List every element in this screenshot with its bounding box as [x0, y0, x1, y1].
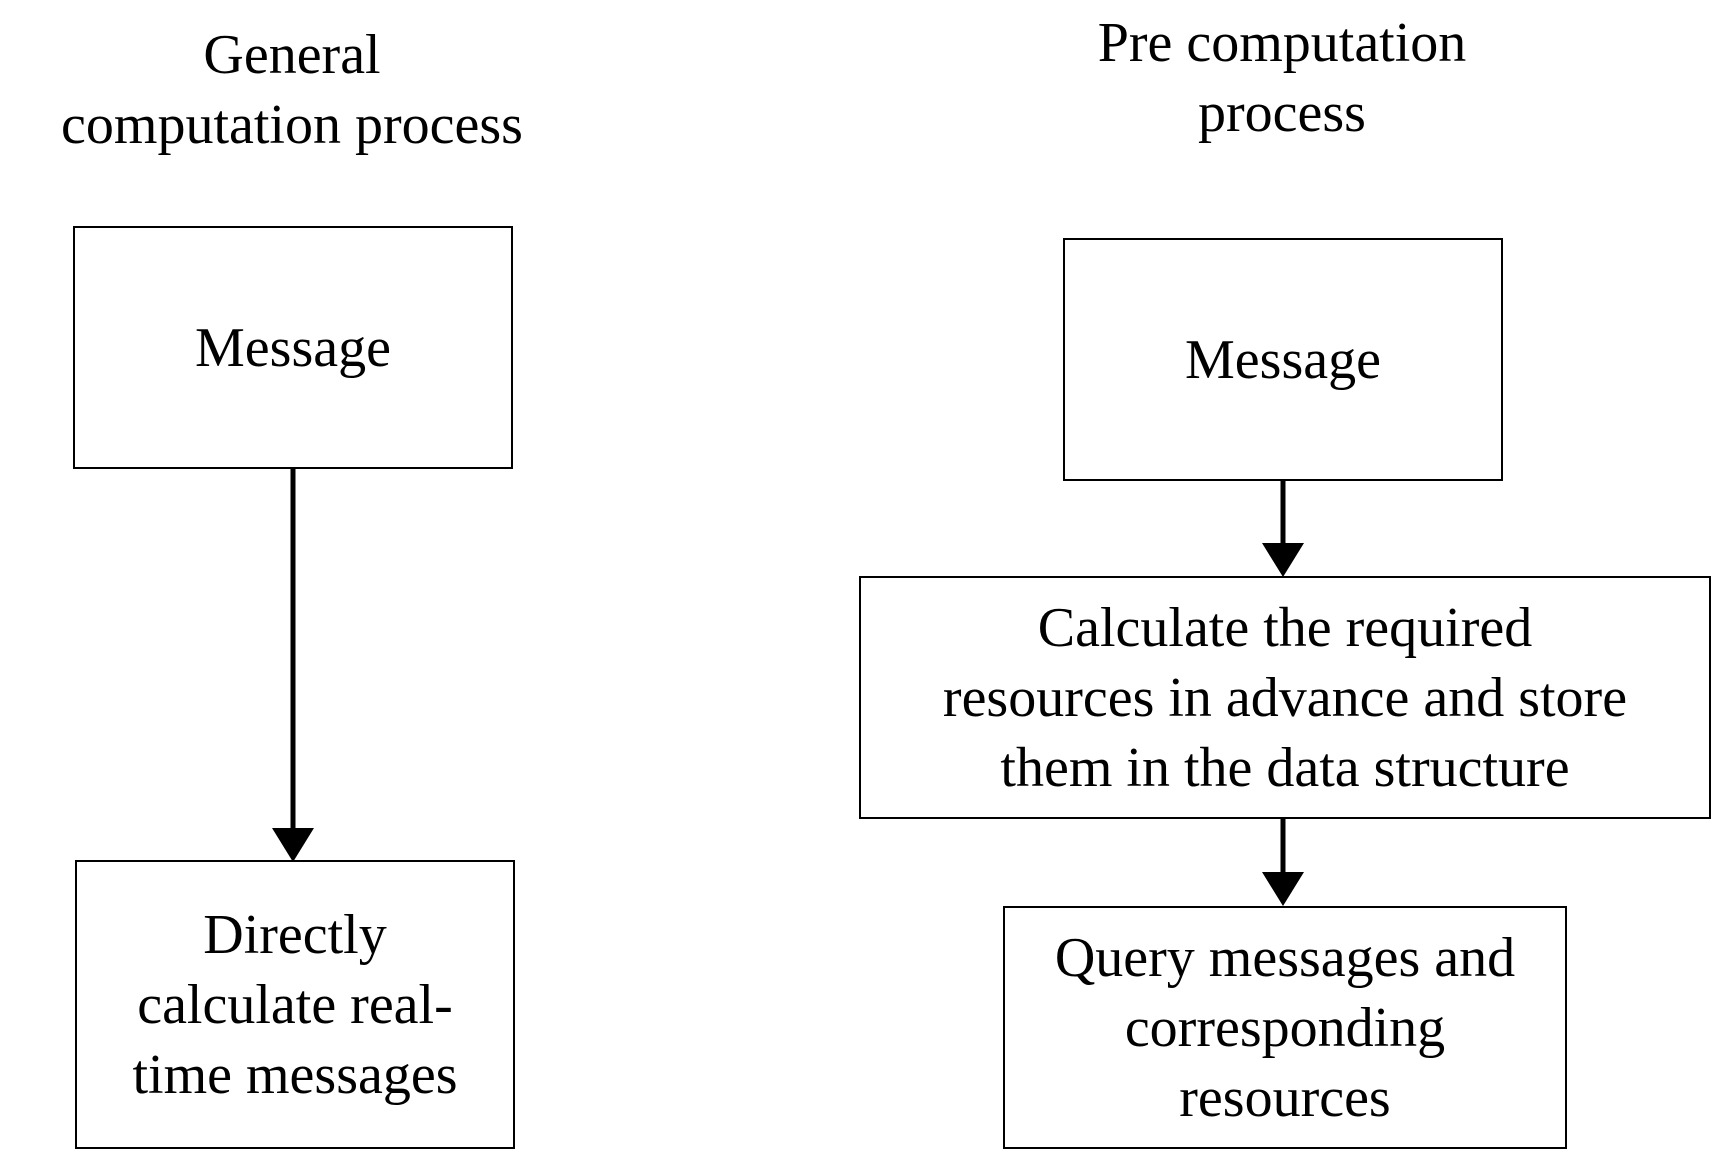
precalculate-resources-box: Calculate the required resources in adva…	[859, 576, 1711, 819]
query-line2: corresponding	[1124, 996, 1446, 1059]
query-line1: Query messages and	[1054, 926, 1516, 989]
right-heading-line2: process	[1198, 82, 1366, 144]
direct-calc-line3: time messages	[132, 1043, 458, 1106]
precalc-line1: Calculate the required	[1037, 596, 1533, 659]
right-message-box: Message	[1063, 238, 1503, 481]
arrow-right-calculate-to-query	[1262, 817, 1304, 906]
left-column-heading: General computation process	[22, 20, 562, 160]
left-heading-line1: General	[203, 24, 381, 86]
precalc-line2: resources in advance and store	[942, 666, 1628, 729]
right-message-label: Message	[1185, 328, 1381, 391]
right-heading-line1: Pre computation	[1097, 12, 1467, 74]
direct-calc-line1: Directly	[203, 903, 387, 966]
arrow-left-message-to-direct	[272, 468, 314, 862]
direct-calculation-box: Directly calculate real- time messages	[75, 860, 515, 1149]
query-resources-box: Query messages and corresponding resourc…	[1003, 906, 1567, 1149]
query-line3: resources	[1179, 1066, 1391, 1129]
precalc-line3: them in the data structure	[1000, 736, 1570, 799]
direct-calc-line2: calculate real-	[137, 973, 453, 1036]
right-column-heading: Pre computation process	[1022, 8, 1542, 148]
left-message-box: Message	[73, 226, 513, 469]
left-heading-line2: computation process	[61, 94, 523, 156]
arrow-right-message-to-calculate	[1262, 480, 1304, 577]
left-message-label: Message	[195, 316, 391, 379]
